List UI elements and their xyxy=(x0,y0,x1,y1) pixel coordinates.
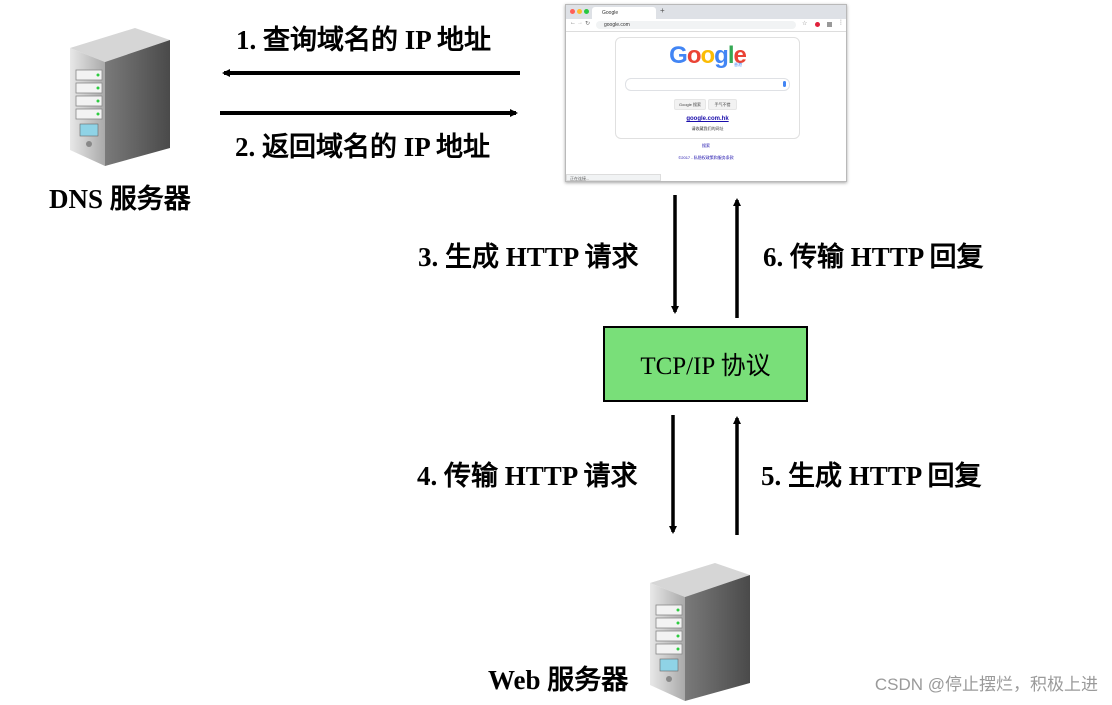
google-logo-letter: G xyxy=(669,42,688,69)
extension-icon xyxy=(827,22,832,27)
lucky-button: 手气不错 xyxy=(708,99,737,110)
minimize-window-icon xyxy=(577,9,582,14)
opera-icon xyxy=(815,22,820,27)
reload-icon: ↻ xyxy=(585,21,591,27)
google-homepage-card: Google 香港 Google 搜索 手气不错 google.com.hk 请… xyxy=(615,37,800,139)
web-server-icon xyxy=(650,563,750,701)
tcp-ip-protocol-label: TCP/IP 协议 xyxy=(640,353,771,380)
google-logo-letter: l xyxy=(727,42,735,69)
step1-label: 1. 查询域名的 IP 地址 xyxy=(236,25,492,55)
step2-label: 2. 返回域名的 IP 地址 xyxy=(235,132,491,162)
step5-label: 5. 生成 HTTP 回复 xyxy=(761,461,982,491)
browser-status-bar: 正在连接... xyxy=(566,174,661,181)
close-window-icon xyxy=(570,9,575,14)
browser-window: Google + ← → ↻ google.com ☆ ⋮ Google 香港 … xyxy=(565,4,847,182)
search-link: 搜索 xyxy=(702,143,710,148)
back-icon: ← xyxy=(570,20,576,26)
browser-address-bar: ← → ↻ google.com ☆ ⋮ xyxy=(566,19,846,32)
maximize-window-icon xyxy=(584,9,589,14)
google-logo-letter: o xyxy=(700,42,715,69)
forward-icon: → xyxy=(577,20,583,26)
google-logo-letter: e xyxy=(733,42,747,69)
browser-footer: ©2017 - 私隐权政策和服务条款 xyxy=(678,155,734,160)
browser-tab-bar: Google + xyxy=(566,5,846,19)
google-logo: Google xyxy=(616,42,799,70)
step6-label: 6. 传输 HTTP 回复 xyxy=(763,242,984,272)
google-logo-letter: g xyxy=(714,42,729,69)
google-logo-text: Google xyxy=(669,42,747,69)
bookmark-star-icon: ☆ xyxy=(802,21,808,27)
tcp-ip-protocol-box: TCP/IP 协议 xyxy=(603,326,808,402)
browser-tab: Google xyxy=(592,7,656,19)
google-logo-subtitle: 香港 xyxy=(734,62,742,67)
dns-server-label: DNS 服务器 xyxy=(49,184,191,214)
web-server-label: Web 服务器 xyxy=(488,665,629,695)
google-search-button: Google 搜索 xyxy=(674,99,706,110)
dns-server-icon xyxy=(70,28,170,166)
browser-url: google.com xyxy=(596,21,796,29)
step3-label: 3. 生成 HTTP 请求 xyxy=(418,242,639,272)
new-tab-icon: + xyxy=(660,6,665,15)
google-note: 请收藏我们的网址 xyxy=(691,126,724,131)
menu-icon: ⋮ xyxy=(838,20,844,26)
google-domain-link: google.com.hk xyxy=(686,116,729,122)
google-search-input xyxy=(625,78,790,91)
watermark: CSDN @停止摆烂，积极上进 xyxy=(874,675,1098,694)
step4-label: 4. 传输 HTTP 请求 xyxy=(417,461,638,491)
google-logo-letter: o xyxy=(686,42,702,69)
microphone-icon xyxy=(783,81,786,87)
